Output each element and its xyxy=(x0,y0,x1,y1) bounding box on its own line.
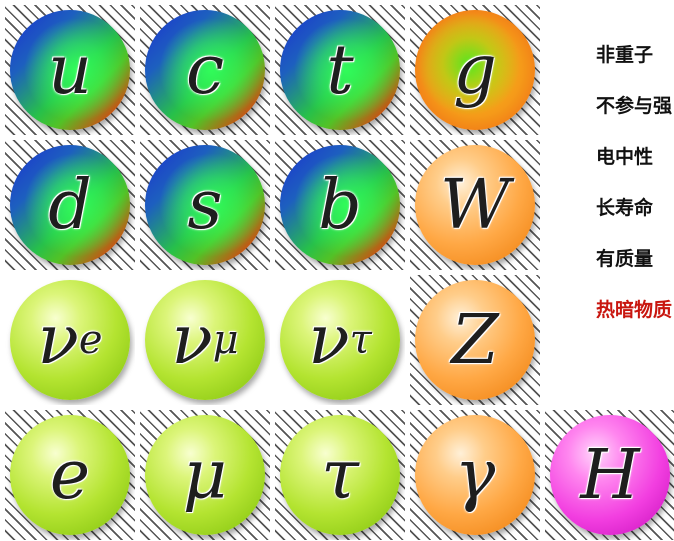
particle-symbol: b xyxy=(275,140,405,270)
property-has-mass: 有质量 xyxy=(596,244,653,271)
property-no-strong-interaction: 不参与强 xyxy=(596,91,672,118)
particle-symbol: Z xyxy=(410,275,540,405)
cell-w-boson: W xyxy=(410,140,540,270)
property-non-baryonic: 非重子 xyxy=(596,40,653,67)
cell-strange-quark: s xyxy=(140,140,270,270)
cell-down-quark: d xyxy=(5,140,135,270)
particle-symbol: u xyxy=(5,5,135,135)
particle-symbol: g xyxy=(410,5,540,135)
cell-z-boson: Z xyxy=(410,275,540,405)
cell-up-quark: u xyxy=(5,5,135,135)
property-electrically-neutral: 电中性 xyxy=(596,142,653,169)
particle-symbol: τ xyxy=(275,410,405,540)
property-long-lived: 长寿命 xyxy=(596,193,653,220)
cell-tau: τ xyxy=(275,410,405,540)
particle-symbol: t xyxy=(275,5,405,135)
cell-gluon: g xyxy=(410,5,540,135)
particle-symbol: s xyxy=(140,140,270,270)
neutrino-properties-list: 非重子 不参与强 电中性 长寿命 有质量 热暗物质 xyxy=(596,0,674,330)
particle-symbol: H xyxy=(545,410,674,540)
particle-symbol: c xyxy=(140,5,270,135)
cell-bottom-quark: b xyxy=(275,140,405,270)
particle-symbol: e xyxy=(5,410,135,540)
cell-charm-quark: c xyxy=(140,5,270,135)
cell-electron: e xyxy=(5,410,135,540)
cell-photon: γ xyxy=(410,410,540,540)
cell-top-quark: t xyxy=(275,5,405,135)
particle-symbol: d xyxy=(5,140,135,270)
cell-muon: μ xyxy=(140,410,270,540)
particle-symbol: γ xyxy=(410,410,540,540)
particle-symbol: W xyxy=(410,140,540,270)
cell-higgs-boson: H xyxy=(545,410,674,540)
particle-symbol: μ xyxy=(140,410,270,540)
property-hot-dark-matter: 热暗物质 xyxy=(596,295,672,322)
